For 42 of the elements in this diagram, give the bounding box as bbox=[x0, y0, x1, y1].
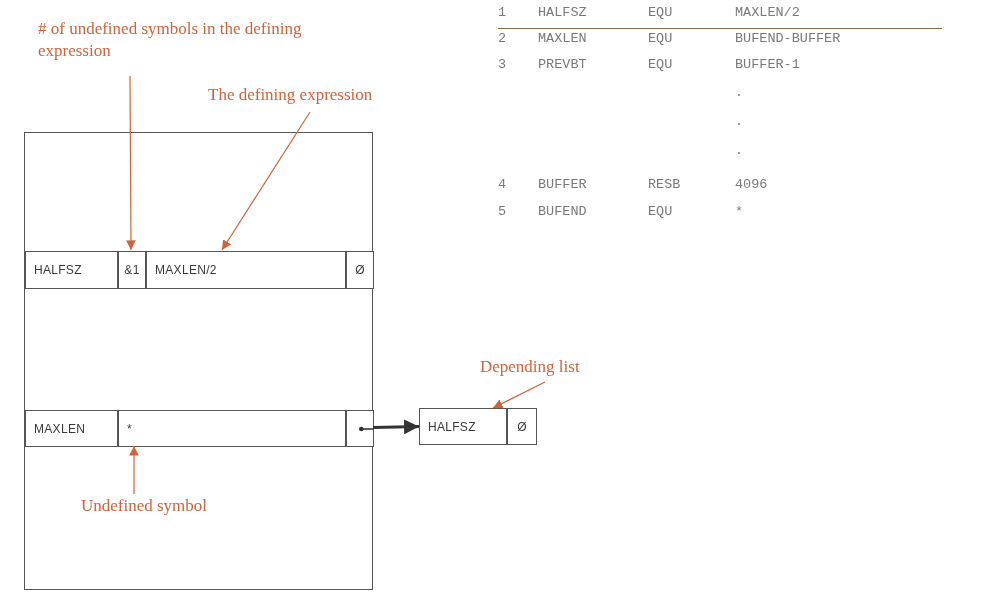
code-text: . bbox=[735, 84, 744, 102]
table-cell: MAXLEN/2 bbox=[146, 251, 346, 289]
annotation-text: The defining expression bbox=[208, 84, 373, 106]
code-text: . bbox=[735, 113, 744, 131]
code-text: HALFSZ bbox=[538, 4, 587, 22]
table-cell: Ø bbox=[346, 251, 374, 289]
code-text: BUFEND-BUFFER bbox=[735, 30, 841, 48]
code-text: BUFFER-1 bbox=[735, 56, 800, 74]
code-text: BUFFER bbox=[538, 176, 587, 194]
annotation-text: Undefined symbol bbox=[81, 495, 208, 517]
table-cell: HALFSZ bbox=[419, 408, 507, 445]
annotation-text: Depending list bbox=[480, 356, 580, 378]
code-text: 4096 bbox=[735, 176, 768, 194]
line-number: 3 bbox=[498, 56, 507, 74]
code-text: MAXLEN/2 bbox=[735, 4, 800, 22]
code-text: PREVBT bbox=[538, 56, 587, 74]
code-text: MAXLEN bbox=[538, 30, 587, 48]
table-cell: * bbox=[118, 410, 346, 447]
code-text: . bbox=[735, 142, 744, 160]
code-text: EQU bbox=[648, 4, 673, 22]
table-cell: &1 bbox=[118, 251, 146, 289]
line-number: 4 bbox=[498, 176, 507, 194]
code-text: EQU bbox=[648, 30, 673, 48]
code-text: * bbox=[735, 203, 744, 221]
pointer-cell bbox=[346, 410, 374, 447]
line-number: 2 bbox=[498, 30, 507, 48]
line-number: 5 bbox=[498, 203, 507, 221]
symbol-table-frame bbox=[24, 132, 373, 590]
arrow bbox=[372, 419, 420, 435]
leader-line bbox=[492, 381, 546, 409]
annotation-text: # of undefined symbols in the defining expression bbox=[38, 18, 303, 63]
table-cell: MAXLEN bbox=[25, 410, 118, 447]
code-text: EQU bbox=[648, 203, 673, 221]
code-text: RESB bbox=[648, 176, 681, 194]
leader-line bbox=[129, 445, 139, 495]
code-text: EQU bbox=[648, 56, 673, 74]
table-cell: HALFSZ bbox=[25, 251, 118, 289]
line-number: 1 bbox=[498, 4, 507, 22]
code-text: BUFEND bbox=[538, 203, 587, 221]
leader-line bbox=[221, 111, 311, 251]
table-cell: Ø bbox=[507, 408, 537, 445]
leader-line bbox=[126, 75, 136, 251]
